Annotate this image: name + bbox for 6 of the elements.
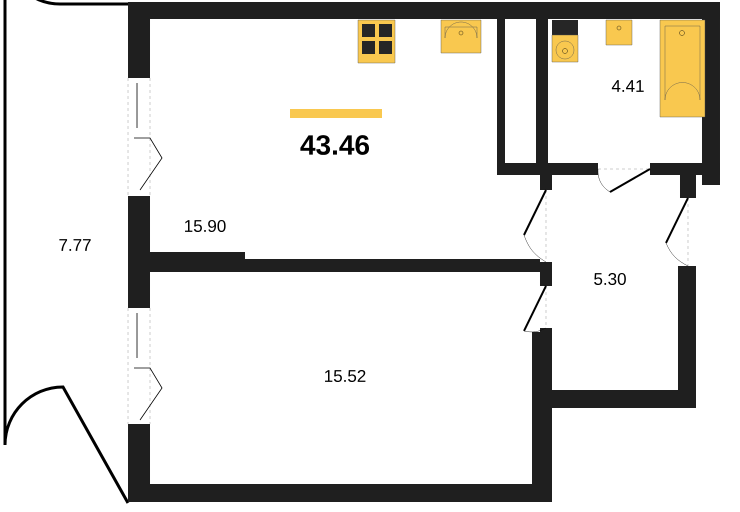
area-label: 15.52: [325, 370, 366, 382]
area-label: 4.41: [612, 80, 644, 92]
area-label: 15.90: [185, 220, 226, 232]
area-label: 43.46: [300, 135, 369, 155]
area-label: 7.77: [59, 239, 91, 251]
area-label: 5.30: [594, 272, 626, 286]
